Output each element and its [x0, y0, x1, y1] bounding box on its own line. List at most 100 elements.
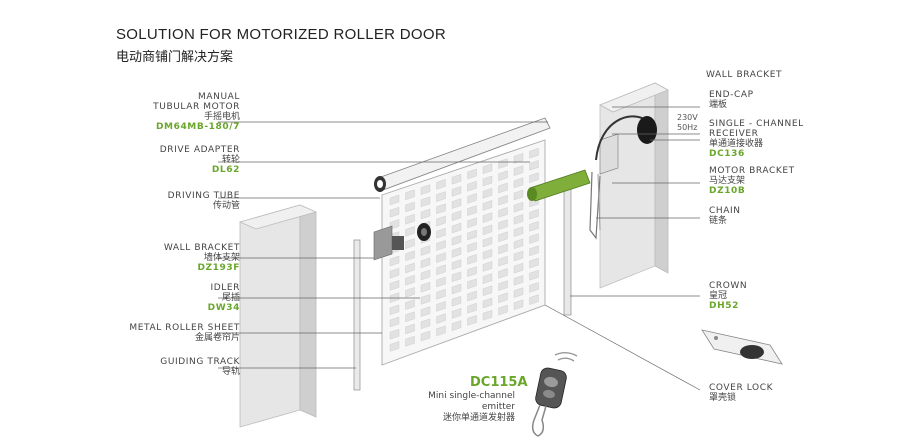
sheet-perforation [467, 278, 477, 290]
sheet-perforation [451, 320, 462, 331]
sheet-perforation [498, 255, 508, 267]
sheet-perforation [498, 170, 508, 182]
label-wall-bracket-left: WALL BRACKET 墙体支架 DZ193F [163, 243, 240, 273]
sheet-perforation [405, 311, 415, 323]
sheet-perforation [420, 318, 431, 330]
sheet-perforation [405, 238, 415, 249]
sheet-perforation [529, 269, 539, 281]
roller-tube [374, 117, 551, 192]
sheet-perforation [498, 280, 508, 291]
idler-bracket [373, 223, 431, 261]
sheet-perforation [513, 153, 524, 164]
sheet-perforation [482, 236, 493, 248]
sheet-perforation [482, 297, 493, 309]
sheet-perforation [482, 248, 493, 260]
sheet-perforation [482, 212, 493, 223]
sheet-perforation [451, 198, 462, 209]
sheet-perforation [529, 221, 539, 232]
sheet-perforation [420, 281, 431, 293]
sheet-perforation [529, 257, 539, 269]
sheet-perforation [389, 194, 400, 206]
sheet-perforation [513, 226, 524, 237]
sheet-perforation [498, 268, 508, 279]
sheet-perforation [436, 191, 446, 202]
label-motor-bracket: MOTOR BRACKET 马达支架 DZ10B [709, 166, 795, 196]
sheet-perforation [482, 224, 493, 236]
sheet-perforation [467, 193, 477, 204]
sheet-perforation [467, 315, 477, 326]
label-end-cap: END-CAP 端板 [709, 90, 754, 110]
sheet-perforation [529, 172, 539, 183]
sheet-perforation [405, 335, 415, 347]
sheet-perforation [529, 147, 539, 159]
sheet-perforation [467, 205, 477, 216]
tubular-motor [527, 169, 591, 202]
sheet-perforation [405, 189, 415, 201]
sheet-perforation [498, 207, 508, 218]
right-leader-lines [544, 106, 701, 391]
label-driving-tube: DRIVING TUBE 传动管 [167, 191, 240, 211]
crown [701, 329, 783, 365]
sheet-perforation [420, 245, 431, 256]
sheet-perforation [451, 247, 462, 258]
sheet-perforation [451, 210, 462, 222]
sheet-perforation [482, 175, 493, 187]
sheet-perforation [389, 267, 400, 279]
sheet-perforation [389, 255, 400, 267]
sheet-perforation [467, 241, 477, 253]
sheet-perforation [498, 158, 508, 169]
sheet-perforation [529, 245, 539, 257]
sheet-perforation [405, 287, 415, 298]
sheet-perforation [405, 226, 415, 237]
label-single-channel-receiver: SINGLE - CHANNEL RECEIVER 单通道接收器 DC136 [709, 119, 804, 159]
page-title: SOLUTION FOR MOTORIZED ROLLER DOOR [116, 26, 446, 43]
sheet-perforation [436, 179, 446, 190]
sheet-perforation [389, 341, 400, 352]
sheet-perforation [513, 214, 524, 225]
sheet-perforation [513, 287, 524, 298]
sheet-perforation [498, 231, 508, 243]
sheet-perforation [451, 295, 462, 307]
sheet-perforation [498, 182, 508, 194]
sheet-perforation [405, 262, 415, 274]
right-wall-pillar [599, 82, 669, 289]
sheet-perforation [513, 250, 524, 262]
sheet-perforation [467, 254, 477, 265]
voltage-label: 230V 50Hz [677, 113, 698, 132]
sheet-perforation [420, 257, 431, 269]
sheet-perforation [513, 238, 524, 250]
remote-description: Mini single-channel emitter 迷你单通道发射器 [428, 391, 515, 423]
sheet-perforation [529, 208, 539, 220]
sheet-perforation [467, 180, 477, 192]
sheet-perforation [498, 292, 508, 304]
sheet-perforation [498, 194, 508, 206]
sheet-perforation [420, 184, 431, 195]
sheet-perforation [482, 309, 493, 321]
label-drive-adapter: DRIVE ADAPTER 转轮 DL62 [159, 145, 240, 175]
sheet-perforation [436, 313, 446, 324]
motor-bracket-receiver [589, 115, 657, 240]
sheet-perforation [405, 299, 415, 310]
sheet-perforation [405, 274, 415, 286]
label-idler: IDLER 尾插 DW34 [207, 283, 240, 313]
sheet-perforation [482, 187, 493, 199]
label-cover-lock: COVER LOCK 罩壳锁 [709, 383, 774, 403]
sheet-perforation [498, 243, 508, 255]
sheet-perforation [529, 233, 539, 244]
sheet-perforation [451, 271, 462, 283]
label-chain: CHAIN 链条 [709, 206, 741, 226]
sheet-perforation [436, 215, 446, 227]
sheet-perforation [451, 283, 462, 295]
sheet-perforation [420, 306, 431, 317]
left-wall-pillar [238, 204, 318, 428]
sheet-perforation [451, 222, 462, 234]
sheet-perforation [389, 292, 400, 303]
sheet-perforation [467, 229, 477, 241]
sheet-perforation [467, 217, 477, 229]
label-manual-tubular-motor: MANUAL TUBULAR MOTOR 手摇电机 DM64MB-180/7 [153, 92, 240, 132]
sheet-perforation [467, 168, 477, 180]
sheet-perforation [405, 213, 415, 225]
sheet-perforation [451, 234, 462, 246]
sheet-perforation [420, 294, 431, 305]
